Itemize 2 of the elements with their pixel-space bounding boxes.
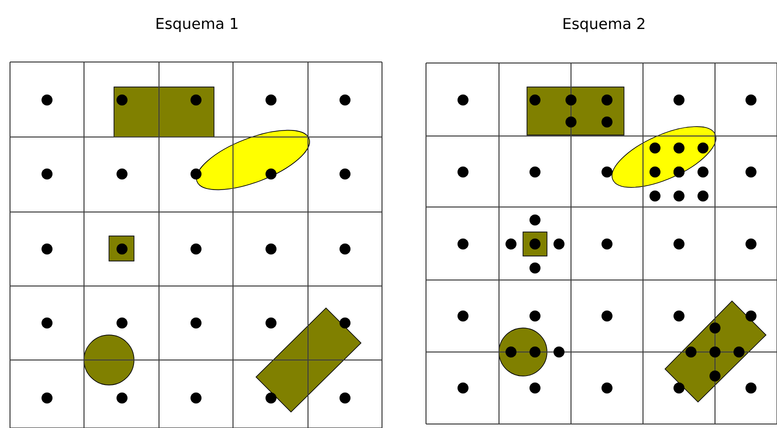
scheme-title: Esquema 2 <box>564 18 644 32</box>
scheme-title: Esquema 1 <box>156 18 238 32</box>
